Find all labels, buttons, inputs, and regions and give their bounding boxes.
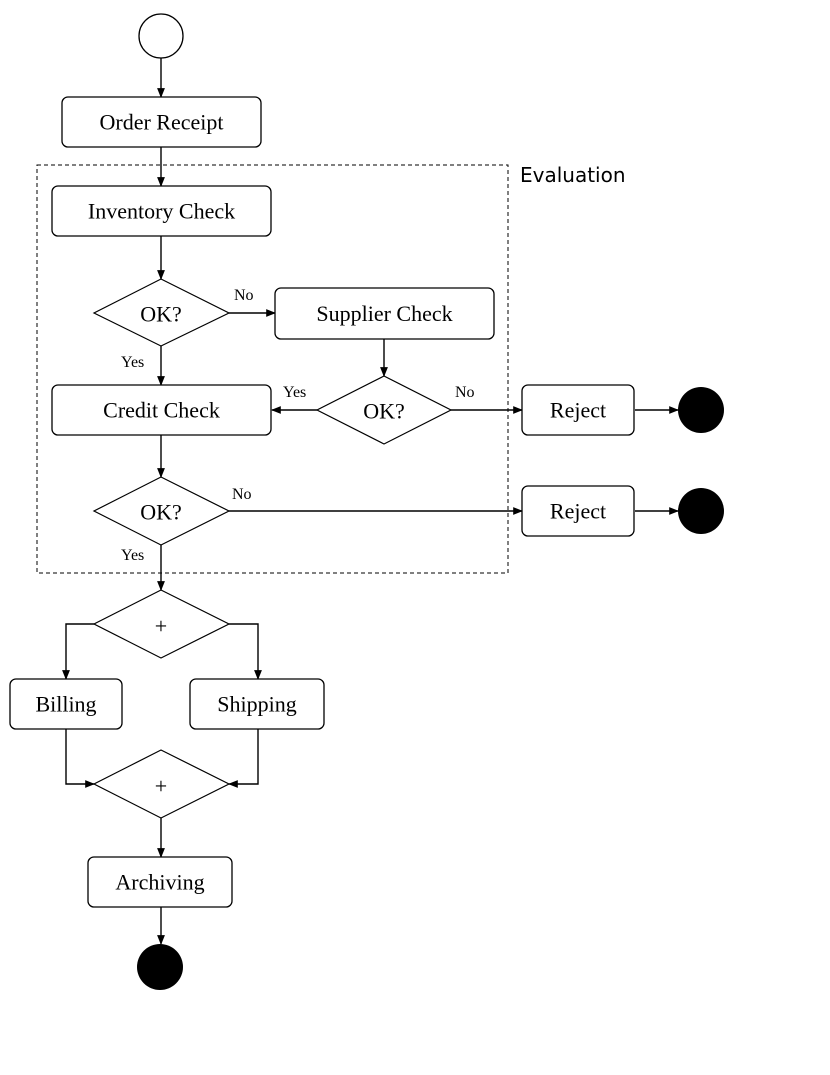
edge-label-supplier-no: No [455,384,475,401]
node-reject-1: Reject [521,384,635,436]
decision-inventory-ok: OK? [92,278,231,347]
start-node [138,13,184,59]
edge-label-inventory-yes: Yes [121,354,144,371]
node-shipping: Shipping [189,678,325,730]
parallel-fork-gateway-label: + [155,614,167,639]
decision-supplier-ok: OK? [315,375,453,445]
node-archiving-label: Archiving [115,870,204,895]
edge-label-inventory-no: No [234,287,254,304]
edge-label-credit-no: No [232,486,252,503]
node-credit-check-label: Credit Check [103,398,220,423]
edge-label-supplier-yes: Yes [283,384,306,401]
end-node-reject-2 [678,488,724,534]
decision-credit-ok-label: OK? [140,500,182,525]
evaluation-group: Evaluation [36,163,626,574]
parallel-join-gateway: + [92,749,231,819]
edge-shipping-to-join [228,729,259,788]
node-shipping-label: Shipping [217,692,296,717]
node-billing: Billing [9,678,123,730]
evaluation-group-border [36,164,509,574]
node-inventory-check-label: Inventory Check [88,199,235,224]
node-order-receipt: Order Receipt [61,96,262,148]
edges [62,58,679,945]
end-node-final [137,944,183,990]
decision-inventory-ok-label: OK? [140,302,182,327]
node-archiving: Archiving [87,856,233,908]
edge-label-credit-yes: Yes [121,547,144,564]
edge-fork-to-billing [62,623,94,680]
node-supplier-check-label: Supplier Check [316,301,452,326]
node-credit-check: Credit Check [51,384,272,436]
decision-supplier-ok-label: OK? [363,399,405,424]
edge-fork-to-shipping [229,623,262,680]
parallel-fork-gateway: + [92,589,231,659]
node-reject-2-label: Reject [550,499,606,524]
node-reject-2: Reject [521,485,635,537]
edge-billing-to-join [65,729,95,788]
node-supplier-check: Supplier Check [274,287,495,340]
end-node-reject-1 [678,387,724,433]
decision-credit-ok: OK? [92,476,231,546]
node-inventory-check: Inventory Check [51,185,272,237]
node-billing-label: Billing [35,692,96,717]
parallel-join-gateway-label: + [155,774,167,799]
node-reject-1-label: Reject [550,398,606,423]
evaluation-group-label: Evaluation [520,163,626,187]
edge-labels: No Yes Yes No No Yes [121,287,475,564]
node-order-receipt-label: Order Receipt [100,110,224,135]
